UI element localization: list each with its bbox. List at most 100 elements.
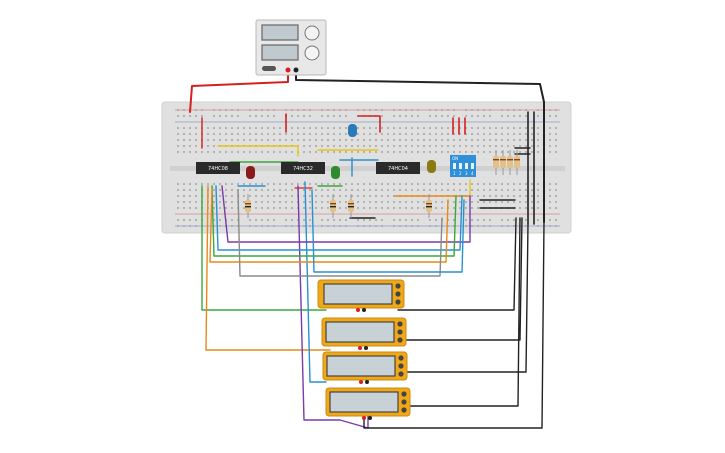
breadboard-hole[interactable] xyxy=(345,109,347,111)
breadboard-hole[interactable] xyxy=(279,201,281,203)
breadboard-hole[interactable] xyxy=(555,139,557,141)
breadboard-hole[interactable] xyxy=(507,139,509,141)
breadboard-hole[interactable] xyxy=(351,189,353,191)
breadboard-hole[interactable] xyxy=(213,127,215,129)
breadboard-hole[interactable] xyxy=(357,225,359,227)
breadboard-hole[interactable] xyxy=(321,225,323,227)
breadboard-hole[interactable] xyxy=(363,225,365,227)
breadboard-hole[interactable] xyxy=(357,127,359,129)
breadboard-hole[interactable] xyxy=(285,151,287,153)
breadboard-hole[interactable] xyxy=(255,115,257,117)
breadboard-hole[interactable] xyxy=(357,201,359,203)
resistor[interactable] xyxy=(514,150,520,175)
breadboard-hole[interactable] xyxy=(435,225,437,227)
breadboard-hole[interactable] xyxy=(429,109,431,111)
breadboard-hole[interactable] xyxy=(267,139,269,141)
breadboard-hole[interactable] xyxy=(531,127,533,129)
breadboard-hole[interactable] xyxy=(195,139,197,141)
breadboard-hole[interactable] xyxy=(195,133,197,135)
breadboard-hole[interactable] xyxy=(489,115,491,117)
breadboard-hole[interactable] xyxy=(345,207,347,209)
breadboard-hole[interactable] xyxy=(213,183,215,185)
breadboard-hole[interactable] xyxy=(387,133,389,135)
breadboard-hole[interactable] xyxy=(177,133,179,135)
breadboard-hole[interactable] xyxy=(483,145,485,147)
breadboard-hole[interactable] xyxy=(213,225,215,227)
breadboard-hole[interactable] xyxy=(447,109,449,111)
breadboard-hole[interactable] xyxy=(333,151,335,153)
breadboard-hole[interactable] xyxy=(339,201,341,203)
breadboard-hole[interactable] xyxy=(231,225,233,227)
breadboard-hole[interactable] xyxy=(321,133,323,135)
breadboard-hole[interactable] xyxy=(345,115,347,117)
breadboard-hole[interactable] xyxy=(201,115,203,117)
breadboard-hole[interactable] xyxy=(345,151,347,153)
breadboard-hole[interactable] xyxy=(435,109,437,111)
breadboard-hole[interactable] xyxy=(411,151,413,153)
breadboard-hole[interactable] xyxy=(555,225,557,227)
breadboard-hole[interactable] xyxy=(477,189,479,191)
breadboard-hole[interactable] xyxy=(303,189,305,191)
breadboard-hole[interactable] xyxy=(189,127,191,129)
breadboard-hole[interactable] xyxy=(531,133,533,135)
breadboard-hole[interactable] xyxy=(321,219,323,221)
breadboard-hole[interactable] xyxy=(315,189,317,191)
breadboard-hole[interactable] xyxy=(291,189,293,191)
breadboard-hole[interactable] xyxy=(309,133,311,135)
breadboard-hole[interactable] xyxy=(339,219,341,221)
breadboard-hole[interactable] xyxy=(417,151,419,153)
breadboard-hole[interactable] xyxy=(177,219,179,221)
breadboard-hole[interactable] xyxy=(327,189,329,191)
breadboard-hole[interactable] xyxy=(189,201,191,203)
breadboard-hole[interactable] xyxy=(285,109,287,111)
breadboard-hole[interactable] xyxy=(483,201,485,203)
breadboard-hole[interactable] xyxy=(189,195,191,197)
breadboard-hole[interactable] xyxy=(369,189,371,191)
breadboard-hole[interactable] xyxy=(513,201,515,203)
breadboard-hole[interactable] xyxy=(519,189,521,191)
breadboard-hole[interactable] xyxy=(477,201,479,203)
breadboard-hole[interactable] xyxy=(417,133,419,135)
breadboard-hole[interactable] xyxy=(495,189,497,191)
breadboard-hole[interactable] xyxy=(189,189,191,191)
breadboard-hole[interactable] xyxy=(459,207,461,209)
breadboard-hole[interactable] xyxy=(501,219,503,221)
breadboard-hole[interactable] xyxy=(237,133,239,135)
dip-toggle-1[interactable] xyxy=(453,163,456,169)
breadboard-hole[interactable] xyxy=(531,183,533,185)
breadboard-hole[interactable] xyxy=(189,219,191,221)
breadboard-hole[interactable] xyxy=(267,183,269,185)
breadboard-hole[interactable] xyxy=(519,183,521,185)
breadboard-hole[interactable] xyxy=(423,139,425,141)
breadboard-hole[interactable] xyxy=(369,207,371,209)
breadboard-hole[interactable] xyxy=(387,201,389,203)
breadboard-hole[interactable] xyxy=(201,151,203,153)
breadboard-hole[interactable] xyxy=(447,127,449,129)
breadboard-hole[interactable] xyxy=(513,183,515,185)
breadboard-hole[interactable] xyxy=(537,151,539,153)
breadboard-hole[interactable] xyxy=(249,151,251,153)
breadboard-hole[interactable] xyxy=(507,127,509,129)
breadboard-hole[interactable] xyxy=(501,109,503,111)
breadboard-hole[interactable] xyxy=(465,151,467,153)
breadboard-hole[interactable] xyxy=(327,139,329,141)
breadboard-hole[interactable] xyxy=(549,225,551,227)
breadboard-hole[interactable] xyxy=(237,115,239,117)
breadboard-hole[interactable] xyxy=(309,115,311,117)
breadboard-hole[interactable] xyxy=(297,133,299,135)
breadboard-hole[interactable] xyxy=(249,189,251,191)
breadboard-hole[interactable] xyxy=(195,207,197,209)
breadboard-hole[interactable] xyxy=(363,109,365,111)
breadboard-hole[interactable] xyxy=(471,219,473,221)
breadboard-hole[interactable] xyxy=(471,195,473,197)
breadboard-hole[interactable] xyxy=(441,115,443,117)
breadboard-hole[interactable] xyxy=(381,201,383,203)
breadboard-hole[interactable] xyxy=(213,189,215,191)
breadboard-hole[interactable] xyxy=(525,195,527,197)
breadboard-hole[interactable] xyxy=(351,151,353,153)
resistor[interactable] xyxy=(330,194,336,218)
breadboard-hole[interactable] xyxy=(441,109,443,111)
breadboard-hole[interactable] xyxy=(513,151,515,153)
breadboard-hole[interactable] xyxy=(555,145,557,147)
breadboard-hole[interactable] xyxy=(369,109,371,111)
